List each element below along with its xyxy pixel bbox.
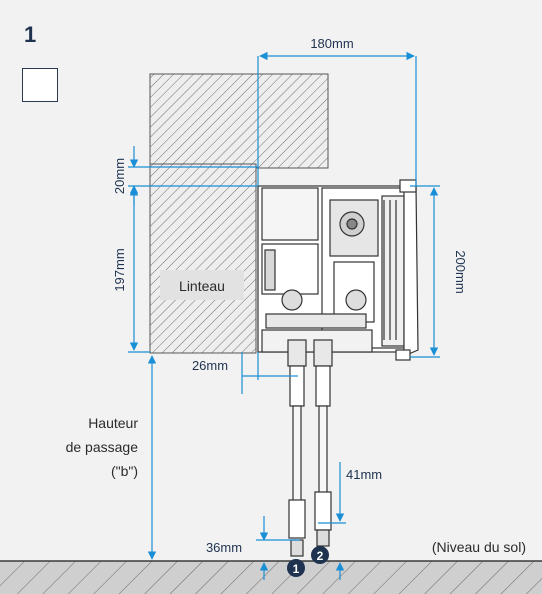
dim-width-top: 180mm (310, 36, 353, 51)
passage-line-1: Hauteur (88, 415, 138, 431)
lintel-label-bg (160, 270, 244, 300)
passage-line-3: ("b") (111, 463, 138, 479)
badge-1: 1 (287, 559, 305, 577)
dim-floor-gap-right: 41mm (346, 467, 382, 482)
floor-label: (Niveau du sol) (432, 539, 526, 555)
rail-mechanism (257, 179, 419, 361)
badge-2: 2 (311, 546, 329, 564)
door-panels (287, 339, 333, 557)
floor-slab (0, 561, 542, 594)
lintel-label: Linteau (179, 278, 225, 294)
dim-offset: 26mm (192, 358, 228, 373)
dim-gap-top: 20mm (112, 158, 127, 194)
dim-floor-gap-left: 36mm (206, 540, 242, 555)
dim-rail-height: 200mm (453, 250, 468, 293)
figure-number: 1 (24, 22, 37, 47)
lintel-block (149, 73, 329, 354)
passage-line-2: de passage (66, 439, 139, 455)
dimension-lines (128, 51, 440, 580)
badge-2-label: 2 (317, 549, 324, 563)
badge-1-label: 1 (293, 562, 300, 576)
select-checkbox[interactable] (22, 68, 58, 102)
dim-lintel-height: 197mm (112, 248, 127, 291)
